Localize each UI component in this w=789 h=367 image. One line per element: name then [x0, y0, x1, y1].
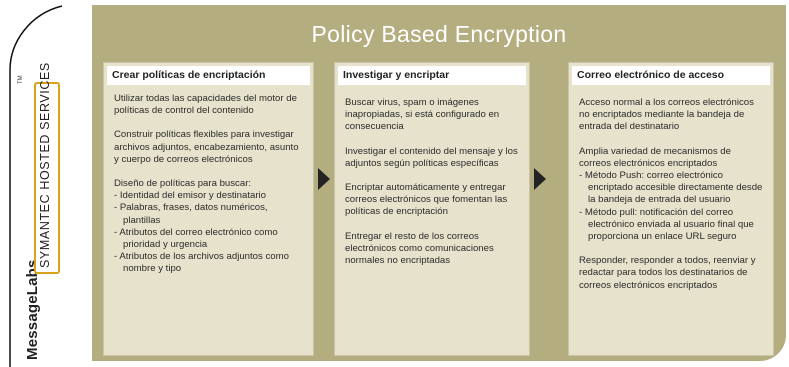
card-paragraph: Utilizar todas las capacidades del motor…: [114, 93, 297, 117]
list-item: - Identidad del emisor y destinatario: [114, 190, 266, 202]
card-paragraph: Diseño de políticas para buscar:: [114, 178, 252, 190]
sidebar-curve-line: [9, 5, 63, 367]
brand-sidebar: MessageLabs SYMANTEC HOSTED SERVICES TM: [0, 0, 88, 367]
list-item: - Método Push: correo electrónico encrip…: [579, 170, 763, 206]
card-paragraph: Construir políticas flexibles para inves…: [114, 129, 299, 165]
card-paragraph: Encriptar automáticamente y entregar cor…: [345, 182, 508, 218]
card-body: Buscar virus, spam o imágenes inapropiad…: [335, 88, 529, 267]
card-title: Crear políticas de encriptación: [107, 66, 310, 85]
card-list: - Método Push: correo electrónico encrip…: [579, 170, 765, 243]
card-create-policies: Crear políticas de encriptación Utilizar…: [103, 62, 314, 356]
list-item: - Palabras, frases, datos numéricos, pla…: [114, 202, 268, 226]
card-paragraph: Responder, responder a todos, reenviar y…: [579, 255, 756, 291]
trademark-mark: TM: [18, 75, 24, 84]
card-body: Utilizar todas las capacidades del motor…: [104, 88, 313, 276]
card-paragraph: Buscar virus, spam o imágenes inapropiad…: [345, 97, 500, 133]
list-item: - Método pull: notificación del correo e…: [579, 206, 754, 243]
brand-name: MessageLabs: [24, 259, 41, 360]
card-investigate-encrypt: Investigar y encriptar Buscar virus, spa…: [334, 62, 530, 356]
card-paragraph: Acceso normal a los correos electrónicos…: [579, 97, 754, 133]
brand-logo: MessageLabs SYMANTEC HOSTED SERVICES TM: [16, 62, 76, 360]
card-title: Correo electrónico de acceso: [572, 66, 770, 85]
brand-sub-box: SYMANTEC HOSTED SERVICES: [34, 62, 60, 274]
card-paragraph: Entregar el resto de los correos electró…: [345, 230, 494, 267]
list-item: - Atributos del correo electrónico como …: [114, 226, 278, 251]
card-body: Acceso normal a los correos electrónicos…: [569, 88, 773, 292]
flow-arrow-icon: [318, 168, 330, 190]
brand-subtitle: SYMANTEC HOSTED SERVICES: [38, 62, 52, 268]
main-panel: Policy Based Encryption Crear políticas …: [92, 5, 786, 361]
card-title: Investigar y encriptar: [338, 66, 526, 85]
card-paragraph: Amplia variedad de mecanismos de correos…: [579, 145, 731, 169]
flow-arrow-icon: [534, 168, 546, 190]
list-item: - Atributos de los archivos adjuntos com…: [114, 251, 289, 275]
page-title: Policy Based Encryption: [311, 21, 567, 47]
card-paragraph: Investigar el contenido del mensaje y lo…: [345, 145, 518, 169]
card-list: - Identidad del emisor y destinatario - …: [114, 190, 305, 275]
card-access-email: Correo electrónico de acceso Acceso norm…: [568, 62, 774, 356]
